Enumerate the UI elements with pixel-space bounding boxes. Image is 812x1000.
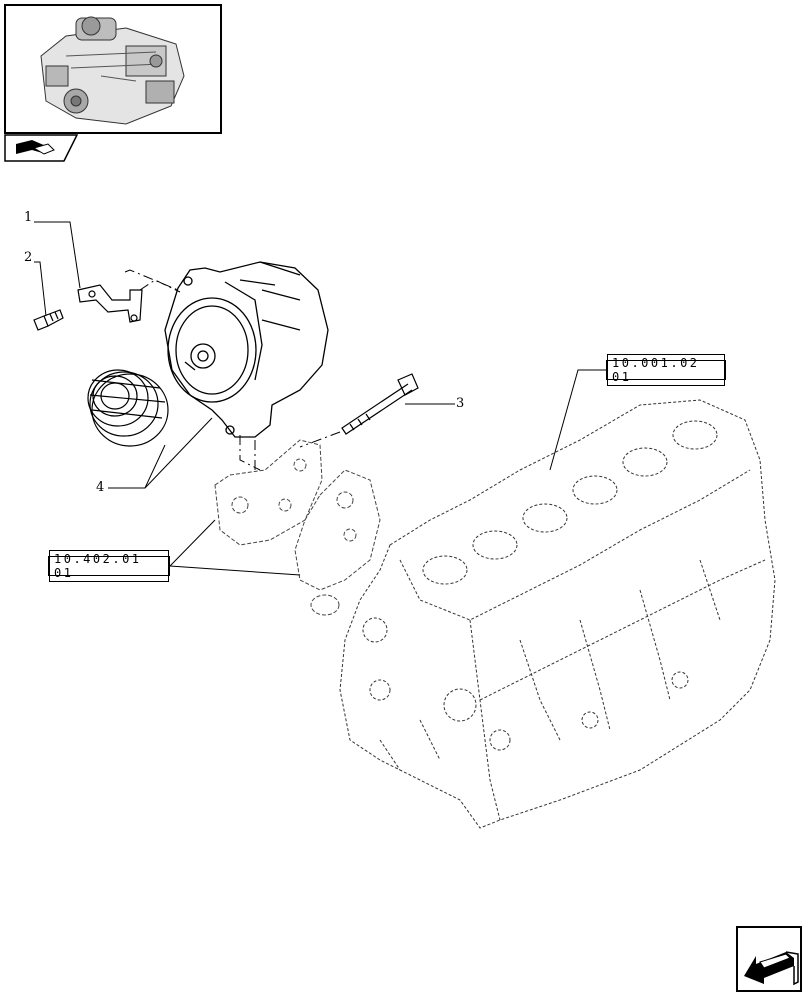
next-page-arrow-icon[interactable] xyxy=(736,926,802,992)
engine-thumbnail-icon xyxy=(40,16,185,125)
callout-1: 1 xyxy=(24,210,33,225)
alternator xyxy=(164,261,329,438)
callout-4: 4 xyxy=(96,480,105,495)
callout-2: 2 xyxy=(24,250,33,265)
reference-link-block[interactable]: 10.001.02 01 xyxy=(606,354,726,386)
engine-block xyxy=(339,399,776,829)
strap-bracket xyxy=(77,284,143,323)
assembly-lines xyxy=(124,269,341,471)
leader-lines xyxy=(34,221,610,576)
engine-thumbnail xyxy=(4,4,222,134)
water-pump xyxy=(294,469,381,616)
pulley xyxy=(87,369,169,447)
reference-label: 10.001.02 01 xyxy=(607,354,725,386)
reference-label: 10.402.01 01 xyxy=(49,550,169,582)
bolt-3 xyxy=(341,373,419,435)
mounting-bracket xyxy=(214,439,323,546)
reference-link-bracket[interactable]: 10.402.01 01 xyxy=(48,550,170,582)
book-arrow-icon[interactable] xyxy=(4,134,78,162)
bolt-2 xyxy=(33,309,64,331)
callout-3: 3 xyxy=(456,396,465,411)
